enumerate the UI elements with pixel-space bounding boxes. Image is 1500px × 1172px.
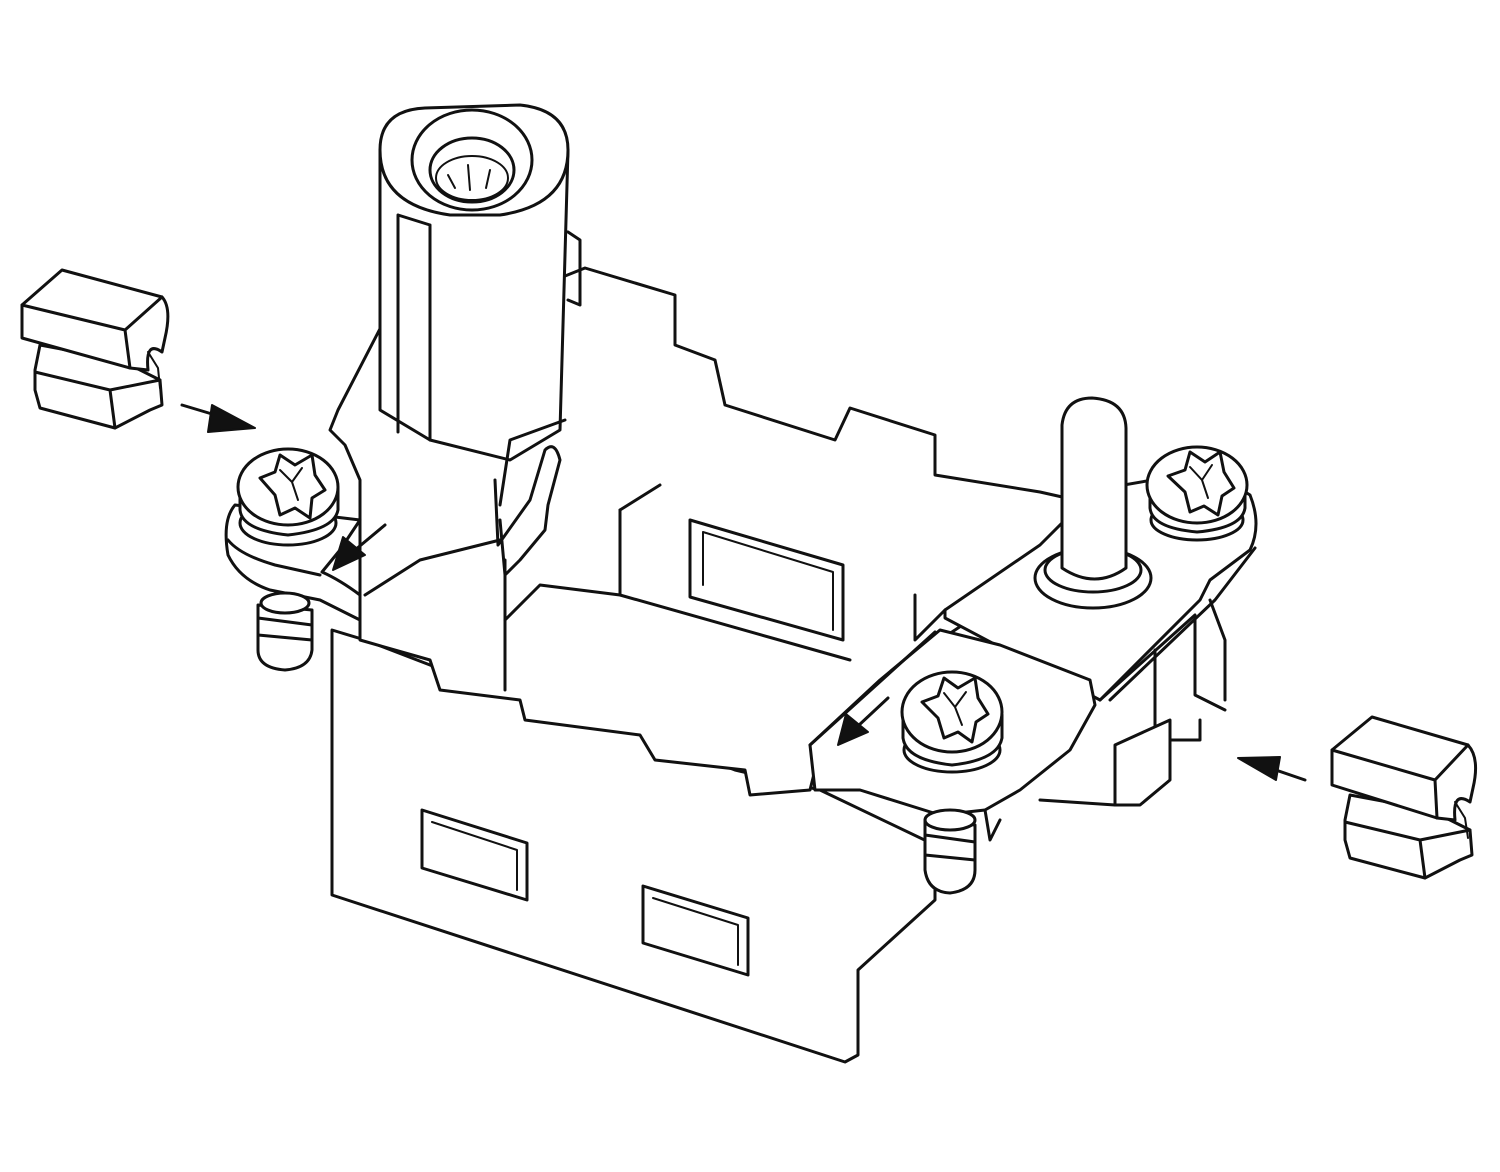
arrow-press-left — [332, 523, 387, 571]
arrow-insert-right — [1237, 756, 1307, 782]
guide-pin — [1033, 396, 1153, 610]
housing-window-right — [641, 884, 750, 977]
arrow-press-front — [837, 696, 890, 746]
fixing-screw-front — [900, 670, 1004, 774]
fixing-screw-left — [236, 447, 340, 547]
fixing-screw-right — [1145, 445, 1249, 542]
guide-peg-left — [256, 591, 314, 672]
locking-clip-left — [20, 268, 170, 430]
arrow-insert-left — [180, 403, 256, 433]
snap-latch — [493, 445, 562, 577]
coding-sleeve — [378, 103, 582, 507]
locking-clip-right — [1330, 715, 1478, 880]
housing-window-left — [420, 808, 529, 902]
guide-peg-front — [923, 808, 1002, 895]
housing-slot-top — [688, 518, 845, 642]
